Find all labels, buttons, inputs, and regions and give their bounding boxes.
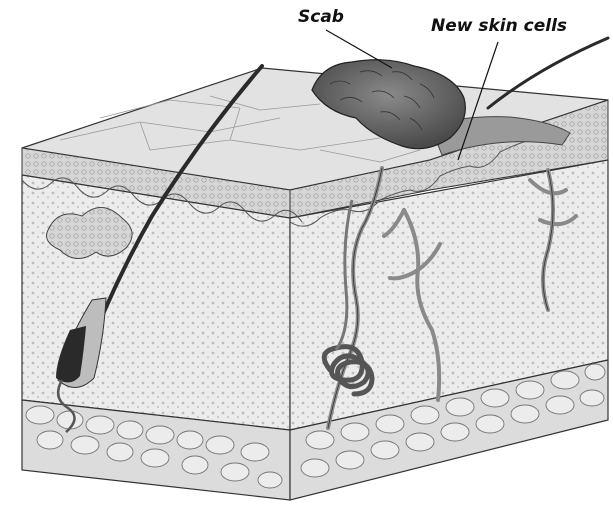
new-skin-cells-label: New skin cells <box>431 18 567 35</box>
scab-label: Scab <box>298 9 344 26</box>
